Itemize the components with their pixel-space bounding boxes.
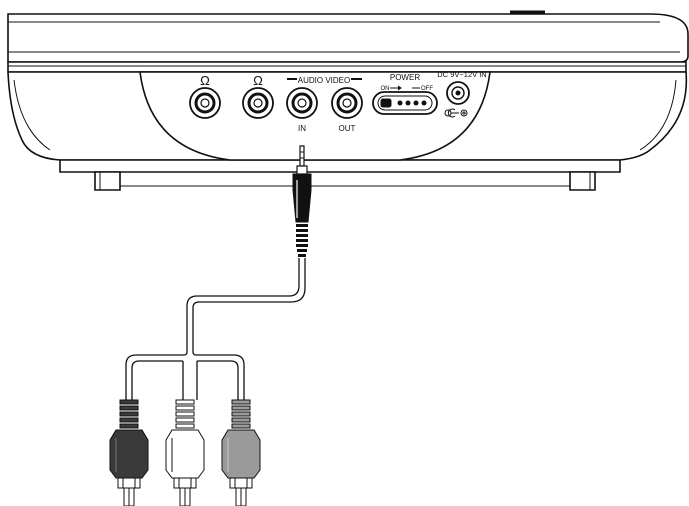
mini-jack-plug (292, 145, 312, 257)
out-label: OUT (339, 124, 356, 133)
rca-plug-left (109, 399, 149, 506)
off-label: OFF (421, 86, 433, 92)
dc-input-label: DC 9V~12V IN (437, 70, 486, 79)
dvd-player-body (7, 10, 689, 191)
dc-polarity-icon (444, 108, 468, 118)
av-cable (125, 258, 306, 400)
headphone-symbol-2: Ω (253, 73, 263, 88)
av-out-jack (331, 87, 363, 119)
headphone-jack-1 (189, 87, 221, 119)
on-label: ON (381, 86, 390, 92)
rca-plug-right (221, 399, 261, 506)
mini-plug-strain-relief (296, 224, 308, 257)
audio-video-label-group: AUDIO VIDEO (287, 76, 362, 85)
rca-plug-middle (165, 399, 205, 506)
audio-video-label: AUDIO VIDEO (298, 76, 350, 85)
in-label: IN (298, 124, 306, 133)
dc-input-jack (446, 81, 470, 105)
power-direction-arrows (390, 85, 420, 91)
power-label: POWER (390, 73, 420, 82)
headphone-symbol-1: Ω (200, 73, 210, 88)
power-switch (372, 91, 438, 115)
av-in-jack (286, 87, 318, 119)
headphone-jack-2 (242, 87, 274, 119)
